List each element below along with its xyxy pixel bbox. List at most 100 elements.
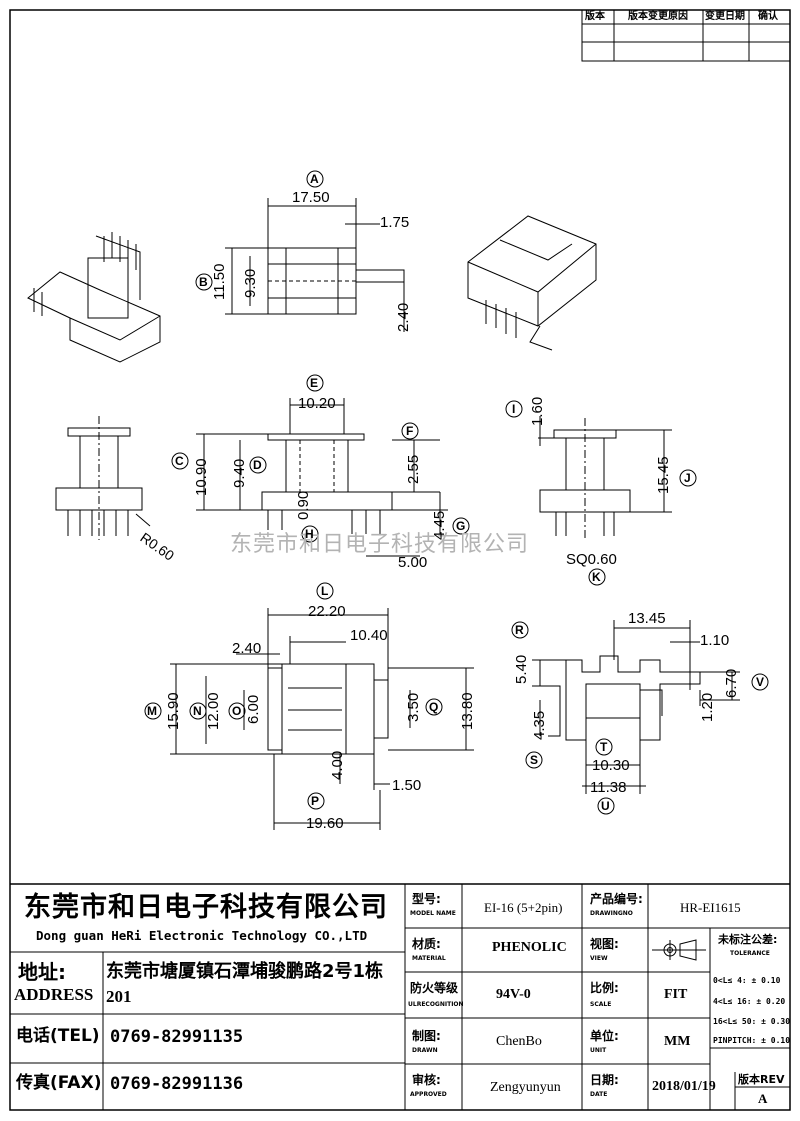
dim-bot-n: 12.00 xyxy=(205,692,222,730)
rev-col-date: 变更日期 xyxy=(705,11,745,22)
company-name-cn: 东莞市和日电子科技有限公司 xyxy=(24,892,388,923)
scale-label-en: SCALE xyxy=(590,1001,612,1008)
label-s: S xyxy=(530,753,539,767)
dim-top-width: 17.50 xyxy=(292,189,330,206)
tolerance-row-4: PINPITCH: ± 0.10 xyxy=(713,1036,791,1045)
drawing-no-value: HR-EI1615 xyxy=(680,900,741,915)
fire-value: 94V-0 xyxy=(496,987,531,1002)
dimension-label-circles xyxy=(144,170,769,815)
tolerance-title: 未标注公差: xyxy=(718,933,778,946)
view-label-en: VIEW xyxy=(590,955,608,962)
fax-label: 传真(FAX) xyxy=(16,1073,102,1093)
fire-label: 防火等级 xyxy=(410,981,459,995)
label-q: Q xyxy=(429,700,439,714)
dim-sec-110: 1.10 xyxy=(700,632,730,649)
dim-front-h2: 9.40 xyxy=(231,458,248,488)
bottom-view xyxy=(170,608,474,830)
dim-top-h1: 11.50 xyxy=(211,263,228,300)
label-i: I xyxy=(512,402,516,416)
label-l: L xyxy=(321,584,329,598)
label-b: B xyxy=(199,275,208,289)
model-label-en: MODEL NAME xyxy=(410,910,456,917)
drawing-border xyxy=(9,9,791,1111)
dim-front-h: 0.90 xyxy=(295,490,312,520)
projection-symbol-icon xyxy=(652,939,706,961)
date-label: 日期: xyxy=(590,1073,619,1087)
revision-table-grid xyxy=(581,9,791,62)
address-label-en: ADDRESS xyxy=(14,985,94,1004)
dim-bot-150: 1.50 xyxy=(392,777,422,794)
drawing-no-label: 产品编号: xyxy=(590,892,643,906)
address-line-1: 东莞市塘厦镇石潭埔骏鹏路2号1栋 xyxy=(106,961,384,982)
approved-label: 审核: xyxy=(412,1073,441,1087)
dim-bot-o: 6.00 xyxy=(245,694,262,724)
dim-bot-m: 15.90 xyxy=(165,692,182,730)
unit-value: MM xyxy=(664,1034,691,1049)
rev-value: A xyxy=(758,1091,768,1106)
material-value: PHENOLIC xyxy=(492,940,567,955)
label-j: J xyxy=(684,471,691,485)
date-value: 2018/01/19 xyxy=(652,1079,716,1094)
label-f: F xyxy=(406,424,414,438)
fax-number: 0769-82991136 xyxy=(110,1074,244,1094)
unit-label-en: UNIT xyxy=(590,1047,607,1054)
unit-label: 单位: xyxy=(590,1029,619,1043)
scale-label: 比例: xyxy=(590,981,619,995)
label-n: N xyxy=(193,704,202,718)
approved-label-en: APPROVED xyxy=(410,1091,447,1098)
label-g: G xyxy=(456,519,466,533)
dim-bot-l: 22.20 xyxy=(308,603,346,620)
tolerance-title-en: TOLERANCE xyxy=(730,950,770,957)
isometric-view-left xyxy=(27,232,161,363)
approved-value: Zengyunyun xyxy=(490,1080,561,1095)
company-name-en: Dong guan HeRi Electronic Technology CO.… xyxy=(36,928,368,943)
dim-top-pin: 2.40 xyxy=(395,302,412,332)
label-p: P xyxy=(311,794,320,808)
material-label: 材质: xyxy=(412,937,441,951)
dim-sec-s: 4.35 xyxy=(531,710,548,740)
dim-front-f: 2.55 xyxy=(405,454,422,484)
dim-bot-104: 10.40 xyxy=(350,627,388,644)
address-label-cn: 地址: xyxy=(18,960,66,984)
isometric-view-right xyxy=(467,215,597,351)
dim-bot-350: 3.50 xyxy=(405,692,422,722)
dim-bot-q: 13.80 xyxy=(459,692,476,730)
label-r: R xyxy=(515,623,524,637)
dim-side-j: 15.45 xyxy=(655,456,672,494)
watermark: 东莞市和日电子科技有限公司 xyxy=(230,532,530,557)
dim-top-small: 1.75 xyxy=(380,214,410,231)
dim-sec-r: 5.40 xyxy=(513,654,530,684)
model-value: EI-16 (5+2pin) xyxy=(484,900,563,915)
date-label-en: DATE xyxy=(590,1091,608,1098)
section-view xyxy=(532,620,740,794)
tolerance-row-2: 4<L≤ 16: ± 0.20 xyxy=(713,997,786,1006)
title-block-grid xyxy=(10,883,790,1110)
dim-bot-400: 4.00 xyxy=(329,750,346,780)
fire-label-en: ULRECOGNITION xyxy=(408,1001,464,1008)
dim-sec-t: 10.30 xyxy=(592,757,630,774)
label-v: V xyxy=(756,675,765,689)
label-c: C xyxy=(175,454,184,468)
view-label: 视图: xyxy=(590,937,619,951)
dim-front-pitch: 5.00 xyxy=(398,554,428,571)
label-e: E xyxy=(310,376,319,390)
model-label: 型号: xyxy=(412,892,441,906)
tolerance-row-3: 16<L≤ 50: ± 0.30 xyxy=(713,1017,791,1026)
scale-value: FIT xyxy=(664,987,688,1002)
tolerance-row-1: 0<L≤ 4: ± 0.10 xyxy=(713,976,781,985)
dim-bot-p: 19.60 xyxy=(306,815,344,832)
rev-col-rev: 版本 xyxy=(585,11,605,22)
rev-col-confirm: 确认 xyxy=(758,11,778,22)
tel-number: 0769-82991135 xyxy=(110,1027,244,1047)
dim-front-w: 10.20 xyxy=(298,395,336,412)
dim-sec-u: 11.38 xyxy=(590,779,627,796)
address-line-2: 201 xyxy=(106,987,132,1006)
drawn-value: ChenBo xyxy=(496,1034,542,1049)
material-label-en: MATERIAL xyxy=(412,955,446,962)
label-o: O xyxy=(232,704,242,718)
label-u: U xyxy=(601,799,610,813)
label-h: H xyxy=(305,527,314,541)
label-k: K xyxy=(592,570,601,584)
dim-sec-v: 6.70 xyxy=(723,668,740,698)
